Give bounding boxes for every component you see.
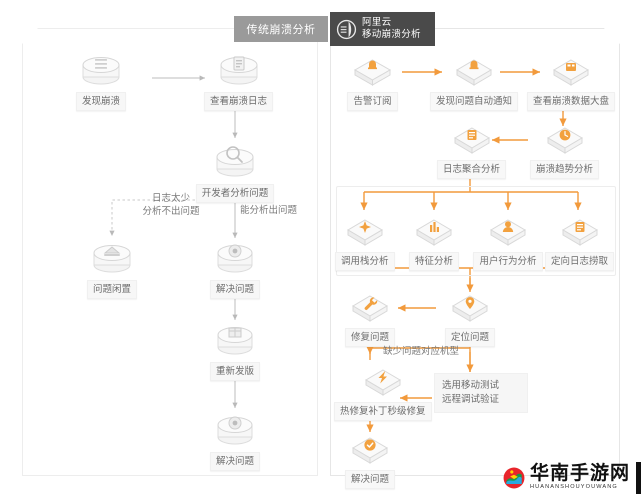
edge-label-line2: 分析不出问题 xyxy=(142,206,200,217)
aliyun-product-label: 移动崩溃分析 xyxy=(362,29,421,40)
lightning-patch-icon xyxy=(364,369,401,396)
watermark: 华南手游网 HUANANSHOUYOUWANG xyxy=(503,455,641,500)
edge-label-too-few-logs: 日志太少 分析不出问题 xyxy=(128,192,214,218)
node-alarm-subscribe[interactable]: 告警订阅 xyxy=(345,52,400,111)
node-label: 解决问题 xyxy=(209,280,260,299)
tab-aliyun-mobile-crash-analysis[interactable]: 阿里云 移动崩溃分析 xyxy=(330,12,435,46)
node-label: 修复问题 xyxy=(344,328,395,347)
aliyun-cloud-logo-icon xyxy=(336,19,357,39)
package-box-icon xyxy=(217,327,253,355)
bar-chart-icon xyxy=(416,219,452,246)
node-republish[interactable]: 重新发版 xyxy=(208,320,262,381)
node-hotfix[interactable]: 热修复补丁秒级修复 xyxy=(334,362,432,421)
aliyun-tab-text: 阿里云 移动崩溃分析 xyxy=(362,17,421,41)
watermark-main-label: 华南手游网 xyxy=(530,462,631,485)
wave-logo-icon xyxy=(503,467,525,488)
node-solve-issue-2[interactable]: 解决问题 xyxy=(208,410,262,471)
user-icon xyxy=(490,219,526,246)
aliyun-brand-label: 阿里云 xyxy=(362,17,392,29)
node-label: 特征分析 xyxy=(409,252,460,271)
tab-traditional-label: 传统崩溃分析 xyxy=(246,24,316,36)
node-solve-issue-1[interactable]: 解决问题 xyxy=(208,238,262,299)
node-solve-issue[interactable]: 解决问题 xyxy=(343,430,397,489)
wrench-icon xyxy=(352,295,388,322)
node-label: 开发者分析问题 xyxy=(195,184,275,203)
watermark-text: 华南手游网 HUANANSHOUYOUWANG xyxy=(530,464,630,491)
node-label: 告警订阅 xyxy=(347,92,398,111)
document-icon xyxy=(220,56,257,85)
watermark-sub-label: HUANANSHOUYOUWANG xyxy=(530,484,618,491)
callout-line2: 远程调试验证 xyxy=(442,394,500,405)
node-feature-analysis[interactable]: 特征分析 xyxy=(409,212,460,271)
node-targeted-log[interactable]: 定向日志捞取 xyxy=(545,212,615,271)
sparkle-stack-icon xyxy=(346,219,383,246)
magnifier-icon xyxy=(216,146,254,177)
node-locate-issue[interactable]: 定位问题 xyxy=(443,288,497,347)
node-user-behavior[interactable]: 用户行为分析 xyxy=(472,212,544,271)
node-log-aggregation[interactable]: 日志聚合分析 xyxy=(437,120,507,179)
edge-label-line1: 缺少问题对应机型 xyxy=(383,346,460,357)
edge-label-missing-device: 缺少问题对应机型 xyxy=(383,345,459,358)
analysis-group-box xyxy=(336,186,616,276)
node-label: 重新发版 xyxy=(209,362,260,381)
bell-alarm-icon xyxy=(353,59,392,86)
node-label: 用户行为分析 xyxy=(473,252,543,271)
node-view-crash-log[interactable]: 查看崩溃日志 xyxy=(204,50,274,111)
dashboard-grid-icon xyxy=(553,59,589,86)
list-lines-icon xyxy=(82,57,120,85)
pause-tray-icon xyxy=(93,245,131,273)
check-target-icon xyxy=(352,437,388,464)
node-label: 解决问题 xyxy=(209,452,260,471)
node-crash-trend[interactable]: 崩溃趋势分析 xyxy=(530,120,600,179)
node-label: 查看崩溃数据大盘 xyxy=(527,92,616,111)
trend-clock-icon xyxy=(546,127,583,154)
edge-label-line1: 日志太少 xyxy=(151,193,190,204)
node-label: 查看崩溃日志 xyxy=(204,92,274,111)
edge-label-line1: 能分析出问题 xyxy=(240,205,298,216)
node-developer-analyze-issue[interactable]: 开发者分析问题 xyxy=(195,140,275,203)
logs-stack-icon xyxy=(453,127,490,154)
node-label: 发现崩溃 xyxy=(76,92,127,111)
node-auto-notify[interactable]: 发现问题自动通知 xyxy=(430,52,519,111)
node-label: 解决问题 xyxy=(344,470,395,489)
bell-notify-icon xyxy=(456,59,492,86)
callout-mobile-test: 选用移动测试 远程调试验证 xyxy=(434,373,528,413)
watermark-bar xyxy=(636,462,641,494)
node-crash-dashboard[interactable]: 查看崩溃数据大盘 xyxy=(527,52,616,111)
node-label: 定向日志捞取 xyxy=(545,252,615,271)
node-label: 问题闲置 xyxy=(86,280,137,299)
node-label: 调用栈分析 xyxy=(335,252,395,271)
node-discover-crash[interactable]: 发现崩溃 xyxy=(76,50,127,111)
edge-label-can-analyze: 能分析出问题 xyxy=(240,204,297,217)
location-pin-icon xyxy=(452,295,488,322)
node-stack-analysis[interactable]: 调用栈分析 xyxy=(335,212,395,271)
gear-dot-icon xyxy=(217,416,253,445)
tab-traditional-crash-analysis[interactable]: 传统崩溃分析 xyxy=(234,16,328,42)
gear-dot-icon xyxy=(217,244,253,273)
log-file-icon xyxy=(561,219,598,246)
node-label: 定位问题 xyxy=(444,328,495,347)
node-label: 发现问题自动通知 xyxy=(430,92,519,111)
node-issue-idle[interactable]: 问题闲置 xyxy=(84,238,140,299)
node-label: 崩溃趋势分析 xyxy=(530,160,600,179)
node-fix-issue[interactable]: 修复问题 xyxy=(343,288,397,347)
node-label: 热修复补丁秒级修复 xyxy=(334,402,432,421)
node-label: 日志聚合分析 xyxy=(437,160,507,179)
callout-line1: 选用移动测试 xyxy=(442,380,500,391)
